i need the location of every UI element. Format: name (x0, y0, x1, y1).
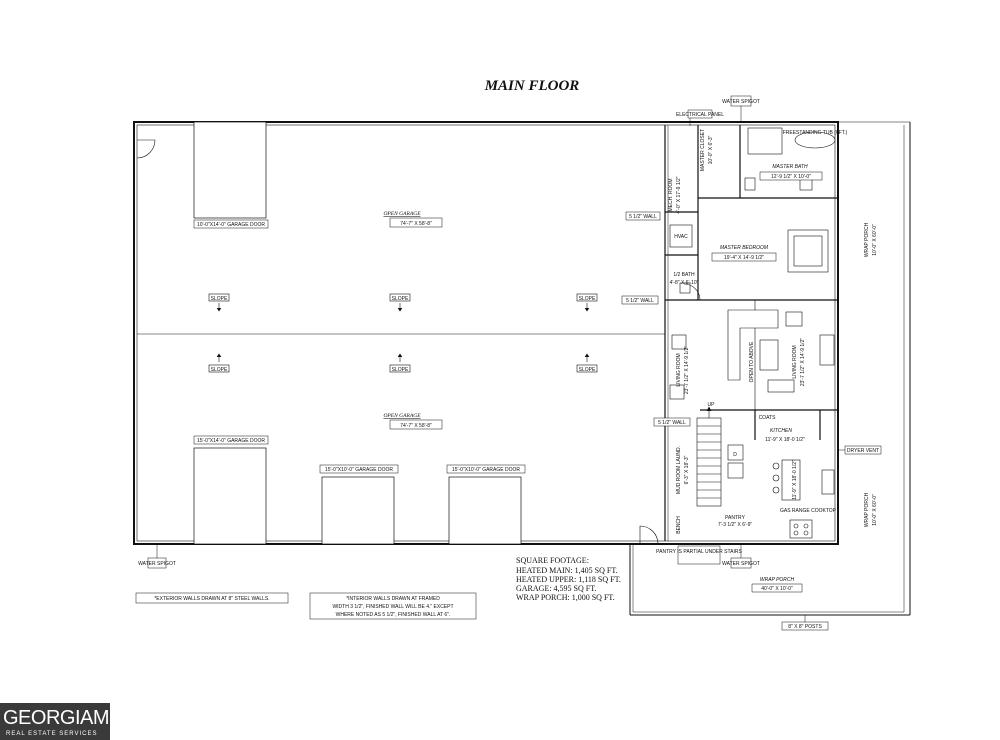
slope-label-4: SLOPE (211, 367, 228, 373)
half-bath-dims: 4'-8" X 6'-10" (670, 280, 699, 286)
kitchen-label: KITCHEN (770, 428, 792, 434)
garage-door-top-label: 10'-0"X14'-0" GARAGE DOOR (197, 222, 265, 228)
pantry-label: PANTRY (725, 515, 745, 521)
open-to-above-label: OPEN TO ABOVE (749, 341, 755, 382)
georgiamls-logo: GEORGIAMLS REAL ESTATE SERVICES (0, 703, 133, 740)
master-bath-dims: 12'-9 1/2" X 10'-0" (771, 174, 811, 180)
living-door-swing (683, 283, 701, 301)
garage-door-br-label: 15'-0"X10'-0" GARAGE DOOR (452, 467, 520, 473)
wall-note-3: 5 1/2" WALL (658, 420, 686, 426)
plan-title: MAIN FLOOR (484, 78, 580, 94)
mech-room-dims: 4'-0" X 17'-9 1/2" (676, 176, 682, 213)
open-garage-top-dims: 74'-7" X 58'-8" (400, 221, 432, 227)
open-garage-top: OPEN GARAGE 74'-7" X 58'-8" (383, 211, 443, 228)
slope-markers: SLOPE SLOPE SLOPE SLOPE SLOPE SLOPE (208, 293, 598, 373)
interior-note-1: *INTERIOR WALLS DRAWN AT FRAMED (346, 596, 440, 602)
wall-note-2: 5 1/2" WALL (626, 298, 654, 304)
mud-room-dims: 6'-3" X 18'-3" (684, 455, 690, 484)
entry-door-swing (639, 525, 659, 545)
living-room-dims: 23'-7 1/2" X 14'-9 1/2" (684, 346, 690, 394)
electrical-panel-label: ELECTRICAL PANEL (676, 112, 724, 118)
bench-label: BENCH (676, 516, 682, 534)
posts-label: 8" X 8" POSTS (788, 624, 822, 630)
slope-label-5: SLOPE (392, 367, 409, 373)
stairs-up-label: UP (708, 402, 716, 408)
master-bedroom-dims: 19'-4" X 14'-9 1/2" (724, 255, 764, 261)
sqft-heading: SQUARE FOOTAGE: (516, 556, 589, 565)
gas-range-label: GAS RANGE COOKTOP (780, 508, 837, 514)
kitchen-fixtures: D (727, 444, 835, 539)
sqft-line: WRAP PORCH: 1,000 SQ FT. (516, 593, 615, 602)
open-garage-bottom-label: OPEN GARAGE (383, 413, 421, 419)
living-room-label: LIVING ROOM (676, 353, 682, 386)
svg-text:D: D (733, 452, 737, 458)
living-room-right-dims: 23'-7 1/2" X 14'-9 1/2" (800, 338, 806, 386)
hvac-label: HVAC (674, 234, 688, 240)
wrap-porch-dims: 40'-0" X 10'-0" (761, 586, 793, 592)
sqft-line: GARAGE: 4,595 SQ FT. (516, 584, 597, 593)
slope-label-3: SLOPE (579, 296, 596, 302)
slope-label-2: SLOPE (392, 296, 409, 302)
slope-label-1: SLOPE (211, 296, 228, 302)
kitchen-dims: 11'-9" X 18'-0 1/2" (765, 437, 805, 443)
wrap-porch-label: WRAP PORCH (760, 577, 795, 583)
interior-note-3: WHERE NOTED AS 5 1/2", FINISHED WALL AT … (336, 612, 451, 618)
water-spigot-left: WATER SPIGOT (138, 561, 176, 567)
mud-room-label: MUD ROOM LAUND. (676, 446, 682, 494)
garage-door-bottom-middle: 15'-0"X10'-0" GARAGE DOOR (319, 464, 399, 545)
garage-door-bm-label: 15'-0"X10'-0" GARAGE DOOR (325, 467, 393, 473)
logo-text: GEORGIAMLS (3, 707, 133, 729)
garage-door-bl-label: 15'-0"X14'-0" GARAGE DOOR (197, 438, 265, 444)
master-closet-label: MASTER CLOSET (700, 129, 706, 171)
garage-door-top: 10'-0"X14'-0" GARAGE DOOR (193, 121, 269, 229)
garage-door-bottom-left: 15'-0"X14'-0" GARAGE DOOR (193, 435, 269, 545)
wrap-porch-right-dims: 10'-0" X 60'-0" (872, 224, 878, 256)
exterior-note: *EXTERIOR WALLS DRAWN AT 8" STEEL WALLS. (154, 596, 269, 602)
pantry-note: PANTRY IS PARTIAL UNDER STAIRS (656, 549, 742, 555)
water-spigot-top: WATER SPIGOT (722, 99, 760, 105)
sqft-line: HEATED MAIN: 1,405 SQ FT. (516, 566, 618, 575)
master-bedroom-label: MASTER BEDROOM (720, 245, 769, 251)
master-closet-dims: 10'-0" X 6'-3" (708, 135, 714, 164)
staircase (696, 406, 722, 507)
open-garage-bottom: OPEN GARAGE 74'-7" X 58'-8" (383, 413, 443, 430)
logo-subtext: REAL ESTATE SERVICES (6, 731, 98, 737)
wrap-porch-right-dims-2: 10'-0" X 60'-0" (872, 494, 878, 526)
pantry-dims: 7'-3 1/2" X 6'-9" (718, 522, 753, 528)
island-dims: 11'-9" X 18'-0 1/2" (792, 460, 798, 500)
coats-label: COATS (759, 415, 777, 421)
dryer-vent-label: DRYER VENT (847, 448, 879, 454)
mech-room-label: MECH. ROOM (668, 178, 674, 211)
slope-label-6: SLOPE (579, 367, 596, 373)
master-bath-label: MASTER BATH (772, 164, 808, 170)
sqft-line: HEATED UPPER: 1,118 SQ FT. (516, 575, 621, 584)
wrap-porch-right-label-2: WRAP PORCH (864, 492, 870, 527)
wall-note-1: 5 1/2" WALL (629, 214, 657, 220)
freestanding-tub-label: FREESTANDING TUB (6FT.) (783, 130, 848, 136)
garage-door-bottom-right: 15'-0"X10'-0" GARAGE DOOR (446, 464, 526, 545)
open-garage-top-label: OPEN GARAGE (383, 211, 421, 217)
living-room-right-label: LIVING ROOM (792, 345, 798, 378)
wrap-porch (629, 121, 911, 616)
furniture (669, 127, 836, 400)
callouts: ELECTRICAL PANEL WATER SPIGOT 5 1/2" WAL… (138, 95, 882, 631)
half-bath-label: 1/2 BATH (673, 272, 695, 278)
water-spigot-bottom: WATER SPIGOT (722, 561, 760, 567)
interior-note-2: WIDTH 3 1/2", FINISHED WALL WILL BE 4." … (332, 604, 453, 610)
square-footage: SQUARE FOOTAGE: HEATED MAIN: 1,405 SQ FT… (516, 556, 621, 602)
wrap-porch-right-label: WRAP PORCH (864, 222, 870, 257)
wall-notes: *EXTERIOR WALLS DRAWN AT 8" STEEL WALLS.… (135, 592, 477, 620)
open-garage-bottom-dims: 74'-7" X 58'-8" (400, 423, 432, 429)
door-swing (136, 139, 156, 159)
